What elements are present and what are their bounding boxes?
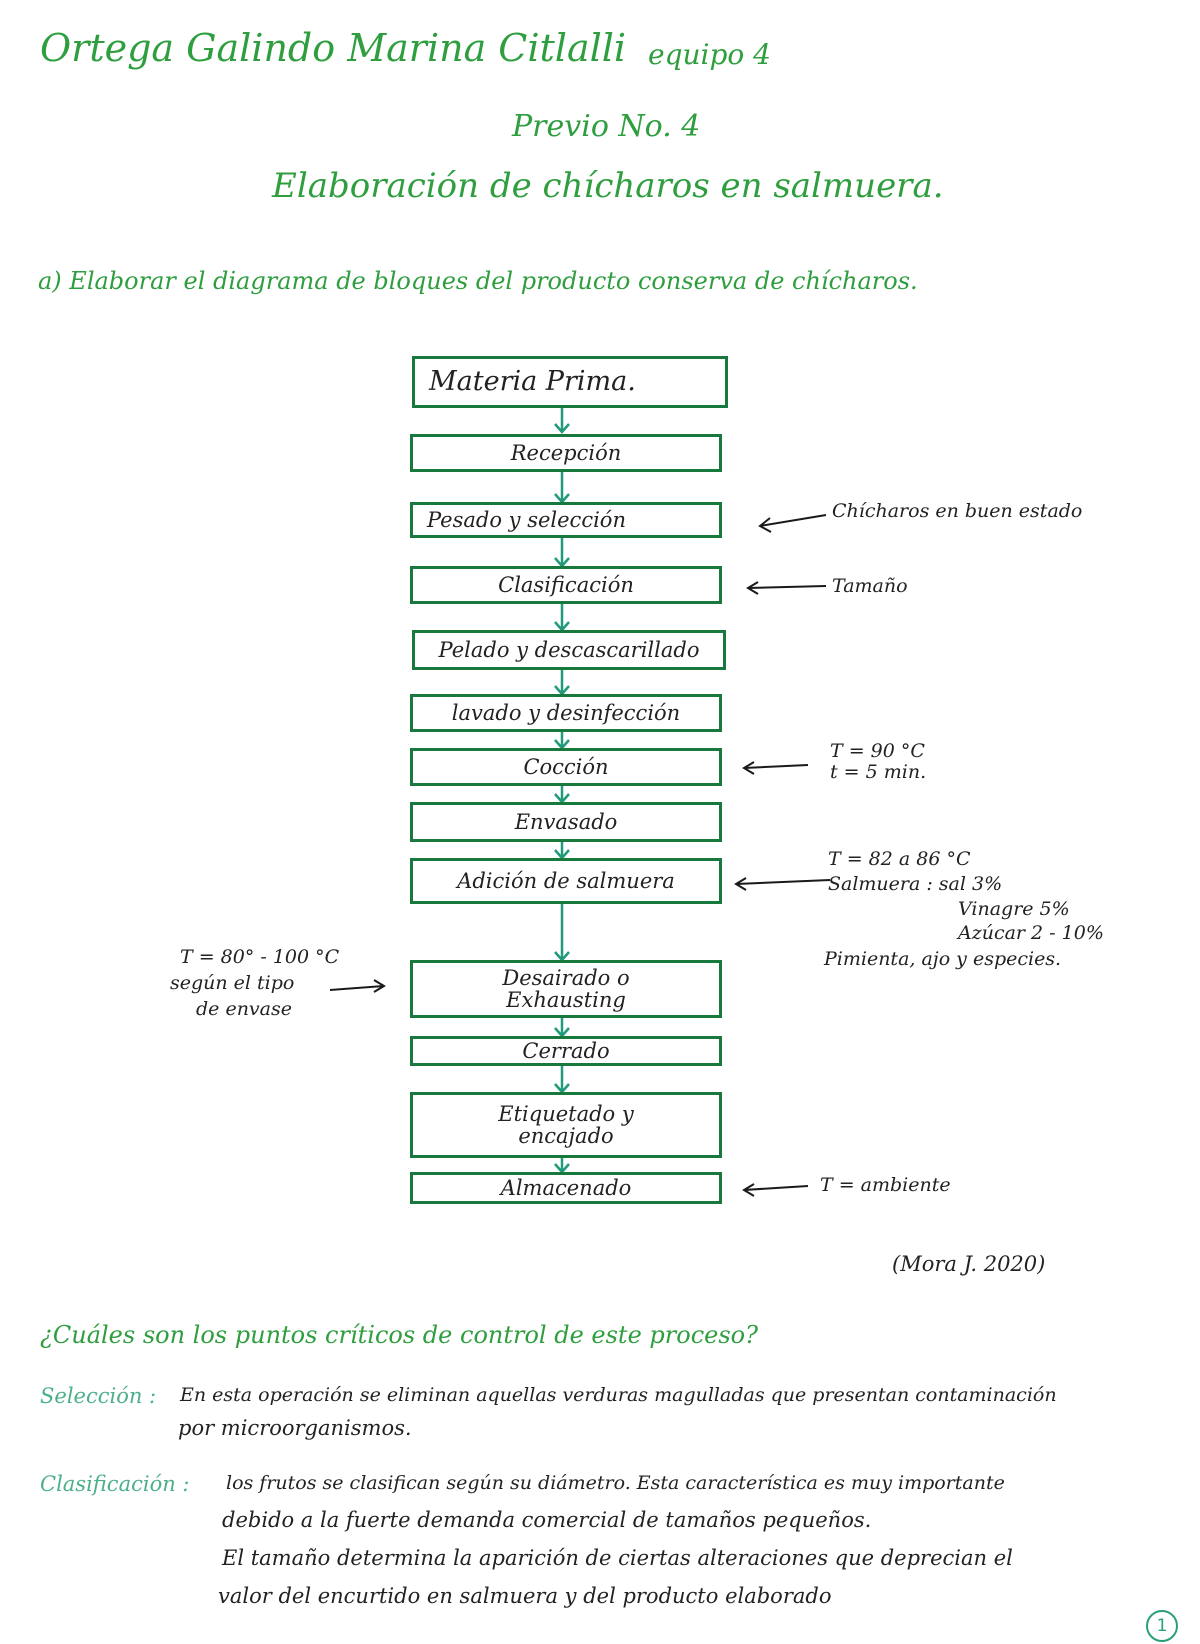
question-a: a) Elaborar el diagrama de bloques del p…: [38, 267, 918, 295]
block-envasado: Envasado: [410, 802, 722, 842]
note-almacenado: T = ambiente: [820, 1174, 951, 1196]
note-desairado-envase: de envase: [196, 998, 292, 1020]
note-coccion-time: t = 5 min.: [830, 761, 927, 783]
previo-number: Previo No. 4: [512, 109, 701, 144]
note-adicion-temperature: T = 82 a 86 °C: [828, 848, 971, 870]
answer-seleccion-line-1: En esta operación se eliminan aquellas v…: [180, 1384, 1057, 1406]
note-desairado-temperature: T = 80° - 100 °C: [180, 946, 340, 968]
block-pesado-seleccion: Pesado y selección: [410, 502, 722, 538]
page-number: 1: [1146, 1610, 1178, 1642]
answer-seleccion-label: Selección :: [40, 1384, 157, 1408]
block-lavado-desinfeccion: lavado y desinfección: [410, 694, 722, 732]
block-materia-prima: Materia Prima.: [412, 356, 728, 408]
note-salmuera-sal: Salmuera : sal 3%: [828, 873, 1003, 895]
note-vinagre: Vinagre 5%: [958, 898, 1070, 920]
block-coccion: Cocción: [410, 748, 722, 786]
block-etiquetado-encajado: Etiquetado y encajado: [410, 1092, 722, 1158]
block-almacenado: Almacenado: [410, 1172, 722, 1204]
reference: (Mora J. 2020): [892, 1252, 1046, 1276]
note-azucar: Azúcar 2 - 10%: [958, 922, 1104, 944]
block-cerrado: Cerrado: [410, 1036, 722, 1066]
answer-clasificacion-label: Clasificación :: [40, 1472, 190, 1496]
answer-clasificacion-line-2: debido a la fuerte demanda comercial de …: [222, 1508, 872, 1532]
note-clasificacion: Tamaño: [832, 575, 908, 597]
page-title: Elaboración de chícharos en salmuera.: [272, 166, 944, 206]
block-adicion-salmuera: Adición de salmuera: [410, 858, 722, 904]
note-pimienta: Pimienta, ajo y especies.: [824, 948, 1062, 970]
answer-clasificacion-line-3: El tamaño determina la aparición de cier…: [222, 1546, 1013, 1570]
note-seleccion: Chícharos en buen estado: [832, 500, 1083, 522]
question-b: ¿Cuáles son los puntos críticos de contr…: [40, 1321, 758, 1349]
block-recepcion: Recepción: [410, 434, 722, 472]
author-name: Ortega Galindo Marina Citlalli: [40, 26, 627, 70]
note-coccion-temperature: T = 90 °C: [830, 740, 925, 762]
block-pelado-descascarillado: Pelado y descascarillado: [412, 630, 726, 670]
answer-clasificacion-line-4: valor del encurtido en salmuera y del pr…: [218, 1584, 832, 1608]
team-label: equipo 4: [648, 38, 771, 71]
answer-clasificacion-line-1: los frutos se clasifican según su diámet…: [226, 1472, 1005, 1494]
block-desairado-exhausting: Desairado o Exhausting: [410, 960, 722, 1018]
note-desairado-tipo: según el tipo: [170, 972, 295, 994]
answer-seleccion-line-2: por microorganismos.: [178, 1416, 412, 1440]
block-clasificacion: Clasificación: [410, 566, 722, 604]
